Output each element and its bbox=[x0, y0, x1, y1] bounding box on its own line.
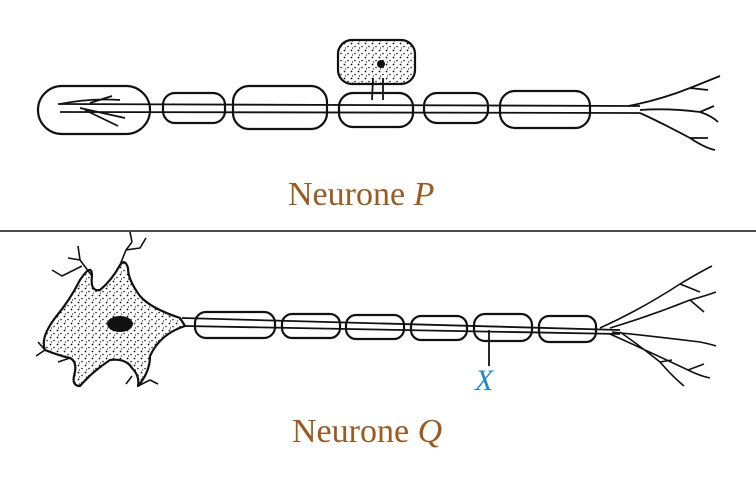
neurone-p-caption-name: Neurone bbox=[288, 176, 406, 213]
myelin-segment bbox=[422, 91, 490, 125]
neurone-p-axon-terminals bbox=[627, 75, 721, 151]
label-x: X bbox=[475, 364, 494, 397]
myelin-segment bbox=[409, 314, 469, 342]
myelin-segment bbox=[472, 312, 534, 343]
neurone-p-axon bbox=[57, 103, 641, 114]
myelin-segment bbox=[280, 312, 342, 340]
neurone-p-caption: Neurone P bbox=[288, 176, 434, 214]
neurone-p-dendrites bbox=[59, 95, 126, 127]
myelin-segment bbox=[193, 310, 277, 340]
neurone-q-axon bbox=[181, 317, 621, 335]
neurone-q-caption: Neurone Q bbox=[292, 413, 442, 451]
myelin-segment bbox=[337, 91, 415, 129]
neurone-p-caption-letter: P bbox=[413, 176, 435, 213]
neurone-q-caption-letter: Q bbox=[417, 413, 443, 450]
neurone-q-diagram bbox=[35, 231, 717, 388]
myelin-segment bbox=[231, 84, 329, 131]
neurone-q-axon-terminals bbox=[599, 265, 717, 387]
myelin-segment bbox=[537, 314, 598, 344]
myelin-segment bbox=[344, 313, 406, 341]
neurone-p-cell-body bbox=[336, 38, 417, 86]
neurone-p-nucleus bbox=[377, 60, 385, 68]
neurone-q-nucleus bbox=[107, 316, 133, 332]
neurone-q-caption-name: Neurone bbox=[292, 413, 410, 450]
myelin-segment bbox=[498, 89, 592, 130]
neurone-q-dendrites bbox=[35, 231, 159, 387]
myelin-segment bbox=[36, 84, 152, 136]
myelin-segment bbox=[161, 91, 227, 125]
neurone-p-diagram bbox=[36, 38, 721, 151]
